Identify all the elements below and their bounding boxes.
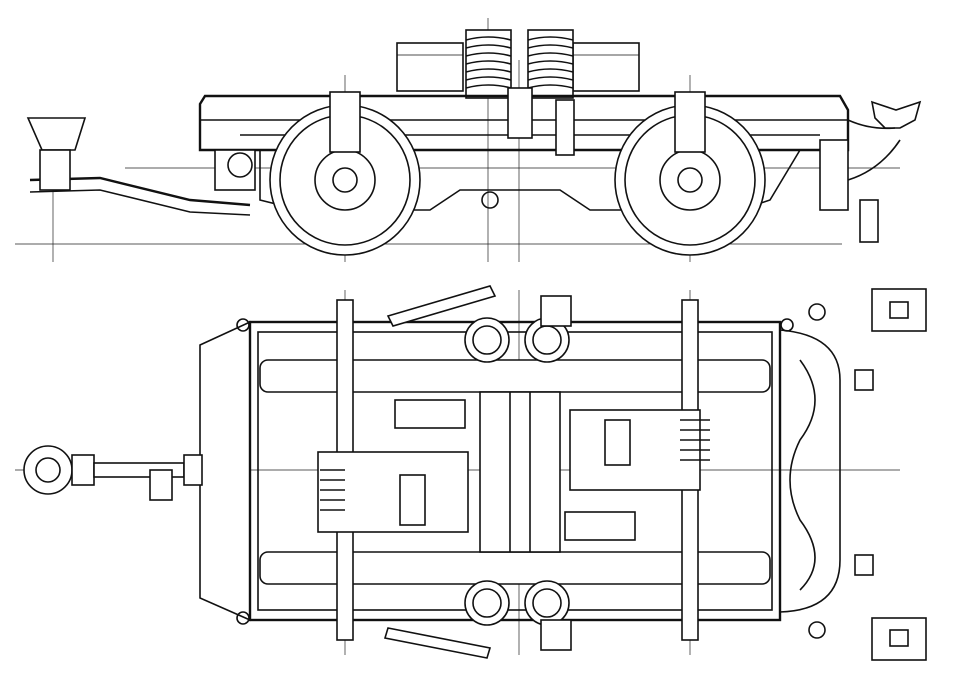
corner-mark-ur (780, 318, 794, 332)
bar-clevis (183, 454, 203, 486)
upper-center-bracket (540, 295, 572, 327)
right-wheel (614, 104, 766, 256)
corner-mark-ul (236, 318, 250, 332)
right-end-piping (779, 329, 841, 613)
air-spring-seat-lower-right (524, 580, 570, 626)
corner-mark-ll (236, 611, 250, 625)
coupler-eye (23, 445, 73, 495)
corner-mark-lr2 (808, 621, 826, 639)
air-spring-seat-lower-left (464, 580, 510, 626)
center-pivot (507, 87, 533, 139)
left-axlebox (329, 91, 361, 153)
plan-frame-outline (248, 320, 782, 622)
secondary-spring-right (527, 29, 574, 99)
right-end-support (870, 100, 922, 129)
right-brake-unit (680, 419, 710, 461)
bogie-frame-side (198, 94, 850, 152)
right-axlebox (674, 91, 706, 153)
right-top-bolster-box (572, 42, 640, 92)
secondary-spring-left (465, 29, 512, 99)
plan-view (15, 285, 927, 661)
left-traction-motor (317, 451, 469, 533)
right-traction-motor (569, 409, 701, 491)
right-sand-box (859, 199, 879, 243)
right-end-stop-upper (854, 369, 874, 391)
right-end-stop-lower (854, 554, 874, 576)
right-gearbox (564, 511, 636, 541)
upper-right-corner-box (871, 288, 927, 332)
yaw-damper-upper (386, 285, 497, 327)
coupler-head (39, 149, 71, 191)
lower-center-bracket (540, 619, 572, 651)
air-spring-seat-upper-left (464, 317, 510, 363)
right-end-bracket (819, 139, 849, 211)
yaw-damper-lower (383, 627, 492, 659)
coupler-socket (71, 454, 95, 486)
center-transom (479, 391, 561, 553)
lower-right-corner-box (871, 617, 927, 661)
left-top-bolster-box (396, 42, 464, 92)
vertical-damper (555, 99, 575, 156)
coupler-funnel (26, 117, 87, 151)
left-brake-unit (320, 469, 345, 511)
bar-bracket (149, 469, 173, 501)
end-buffer-beam (199, 320, 251, 622)
corner-mark-ur2 (808, 303, 826, 321)
left-gearbox (394, 399, 466, 429)
side-elevation-view (15, 18, 922, 262)
